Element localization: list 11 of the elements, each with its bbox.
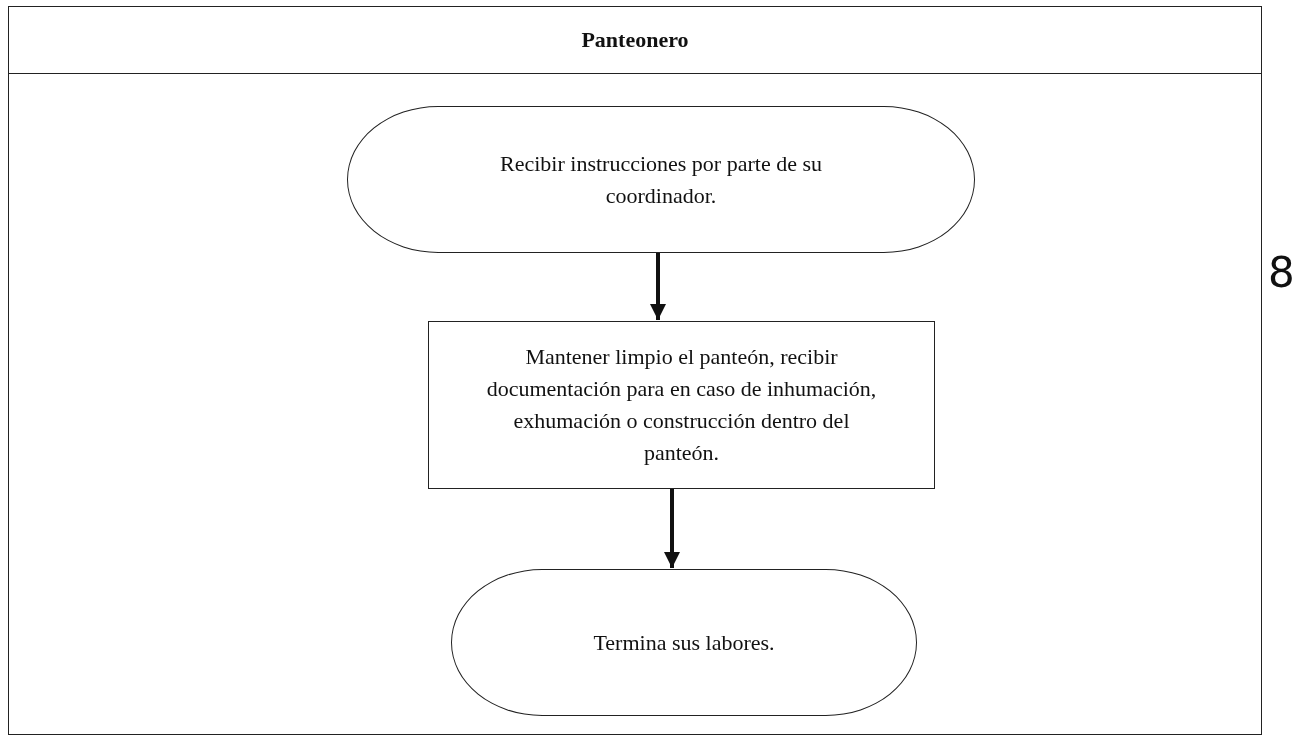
page-number: 8 [1268, 252, 1295, 294]
node-text: Termina sus labores. [593, 628, 775, 657]
process-box [428, 321, 935, 489]
node-text: Mantener limpio el panteón, recibir documentación para en caso de inhumación, exhumación o construcción dentro del panteón. [485, 343, 878, 467]
arrow [664, 488, 680, 568]
terminal-shape [451, 569, 917, 716]
lane-title: Panteonero [580, 26, 690, 54]
arrow [650, 252, 666, 320]
node-text: Recibir instrucciones por parte de su coordinador. [499, 149, 823, 210]
terminal-shape [347, 106, 975, 253]
swimlane [8, 6, 1262, 735]
